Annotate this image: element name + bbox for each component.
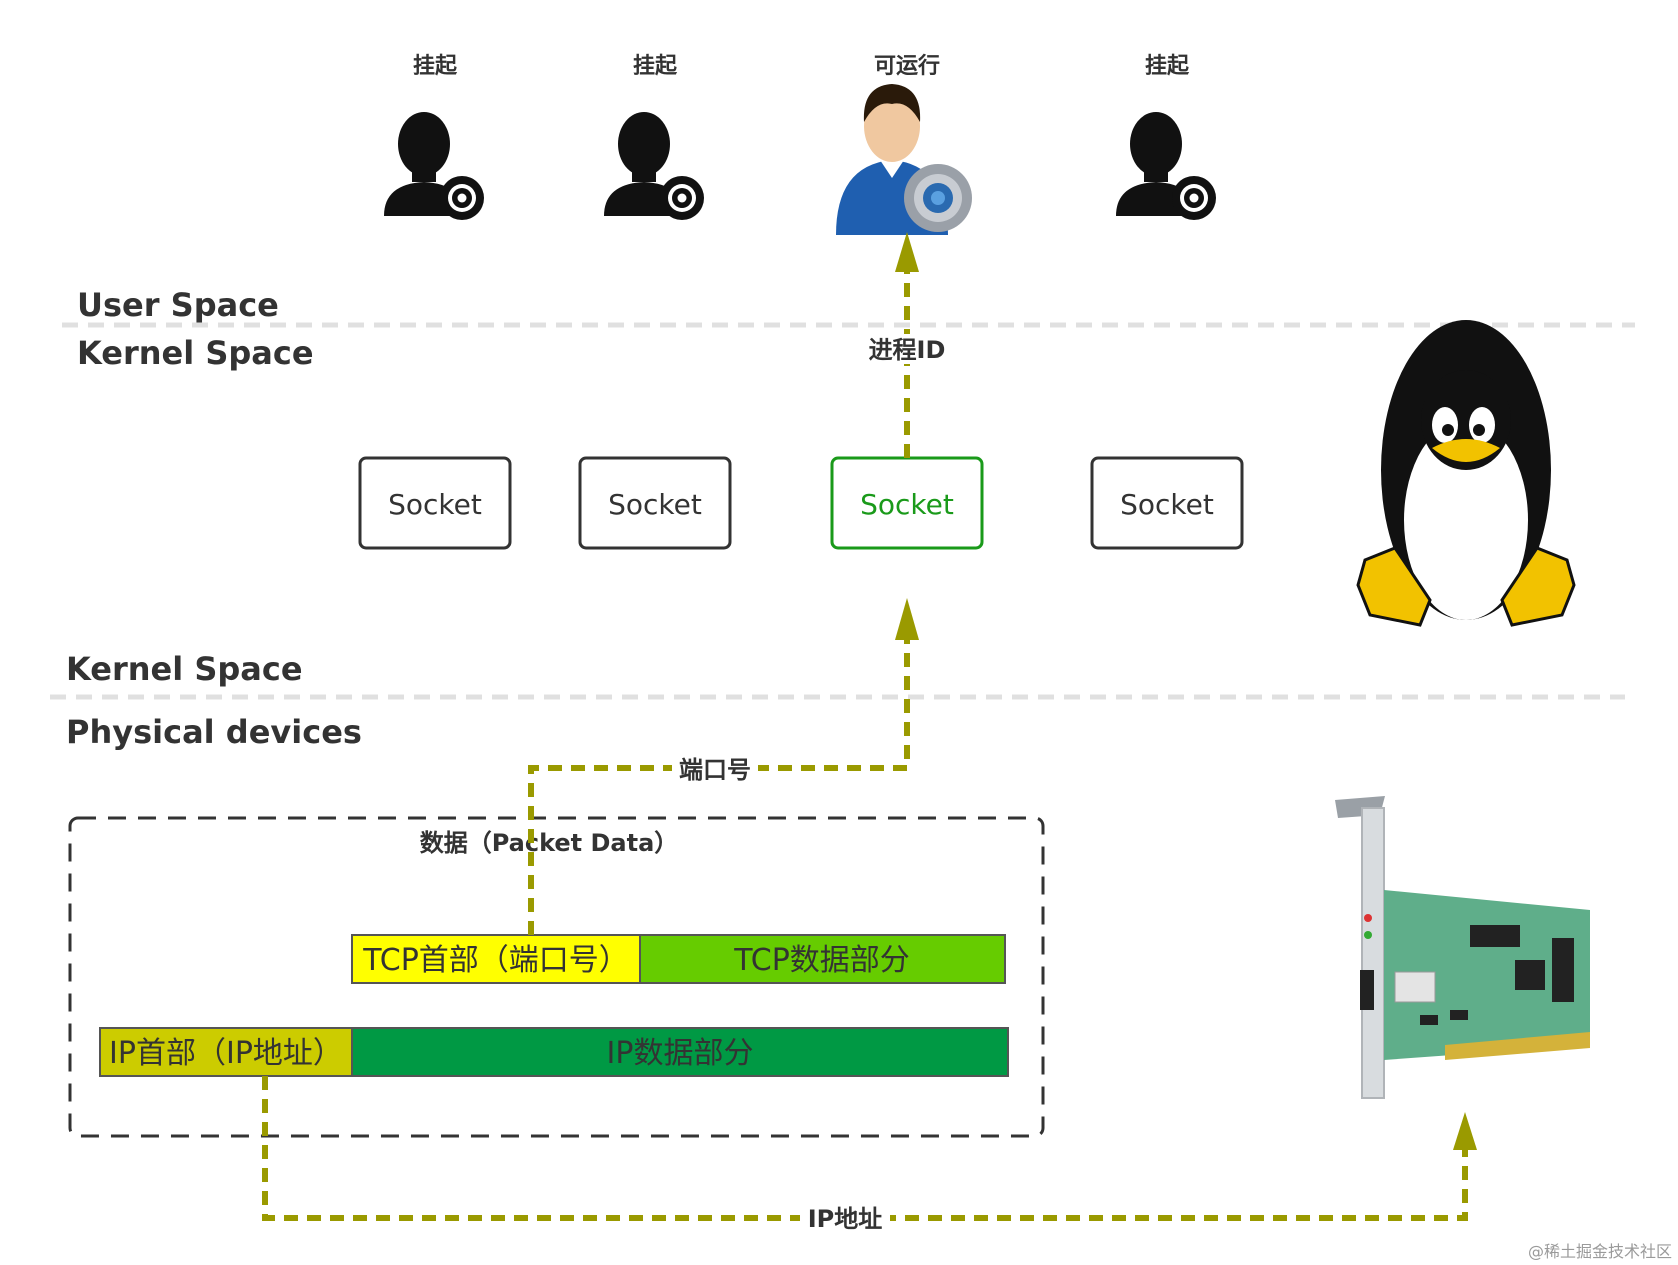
process-state-label: 挂起 bbox=[1145, 53, 1190, 79]
user-gear-icon bbox=[604, 112, 704, 220]
socket-4: Socket bbox=[1090, 456, 1244, 550]
process-4: 挂起 bbox=[1116, 53, 1216, 220]
user-space-label: User Space bbox=[77, 286, 279, 324]
process-state-label: 挂起 bbox=[413, 53, 458, 79]
tux-penguin-icon bbox=[1356, 320, 1576, 627]
watermark: @稀土掘金技术社区 bbox=[1528, 1242, 1672, 1261]
ip-flow-arrowhead bbox=[1453, 1112, 1477, 1150]
socket-label: Socket bbox=[388, 488, 482, 521]
process-id-label: 进程ID bbox=[869, 336, 946, 364]
ip-packet: IP首部（IP地址） IP数据部分 bbox=[99, 1027, 1009, 1077]
socket-2: Socket bbox=[578, 456, 732, 550]
process-id-arrowhead bbox=[895, 232, 919, 272]
tcp-header-block bbox=[351, 934, 641, 984]
kernel-space-label-top: Kernel Space bbox=[77, 334, 314, 372]
process-state-label: 可运行 bbox=[874, 53, 940, 79]
ip-data-block bbox=[351, 1027, 1009, 1077]
ip-header-block bbox=[99, 1027, 353, 1077]
socket-label: Socket bbox=[1120, 488, 1214, 521]
socket-label: Socket bbox=[608, 488, 702, 521]
ip-address-flow-line bbox=[262, 1076, 1468, 1221]
tcp-data-label: TCP数据部分 bbox=[733, 943, 910, 978]
socket-1: Socket bbox=[358, 456, 512, 550]
network-card-icon bbox=[1335, 796, 1590, 1099]
tcp-header-label: TCP首部（端口号） bbox=[362, 943, 629, 978]
user-gear-icon bbox=[1116, 112, 1216, 220]
packet-data-container bbox=[68, 816, 1045, 1138]
process-state-label: 挂起 bbox=[633, 53, 678, 79]
tcp-segment: TCP首部（端口号） TCP数据部分 bbox=[351, 934, 1006, 984]
process-2: 挂起 bbox=[604, 53, 704, 220]
tcp-data-block bbox=[639, 934, 1006, 984]
physical-devices-label: Physical devices bbox=[66, 713, 362, 751]
process-id-label-bg bbox=[862, 334, 952, 364]
port-flow-line bbox=[528, 640, 910, 935]
user-gear-color-icon bbox=[836, 84, 972, 235]
socket-3-active: Socket bbox=[830, 456, 984, 550]
process-1: 挂起 bbox=[384, 53, 484, 220]
process-3-active: 可运行 bbox=[836, 53, 972, 235]
ip-address-label: IP地址 bbox=[808, 1205, 883, 1233]
port-flow-arrowhead bbox=[895, 598, 919, 640]
ip-header-label: IP首部（IP地址） bbox=[109, 1036, 343, 1071]
port-label: 端口号 bbox=[679, 756, 751, 784]
kernel-space-label-bottom: Kernel Space bbox=[66, 650, 303, 688]
port-label-bg bbox=[672, 754, 758, 784]
user-gear-icon bbox=[384, 112, 484, 220]
socket-label: Socket bbox=[860, 488, 954, 521]
packet-data-title: 数据（Packet Data） bbox=[420, 829, 679, 857]
ip-data-label: IP数据部分 bbox=[607, 1036, 754, 1071]
ip-label-bg bbox=[800, 1203, 890, 1233]
